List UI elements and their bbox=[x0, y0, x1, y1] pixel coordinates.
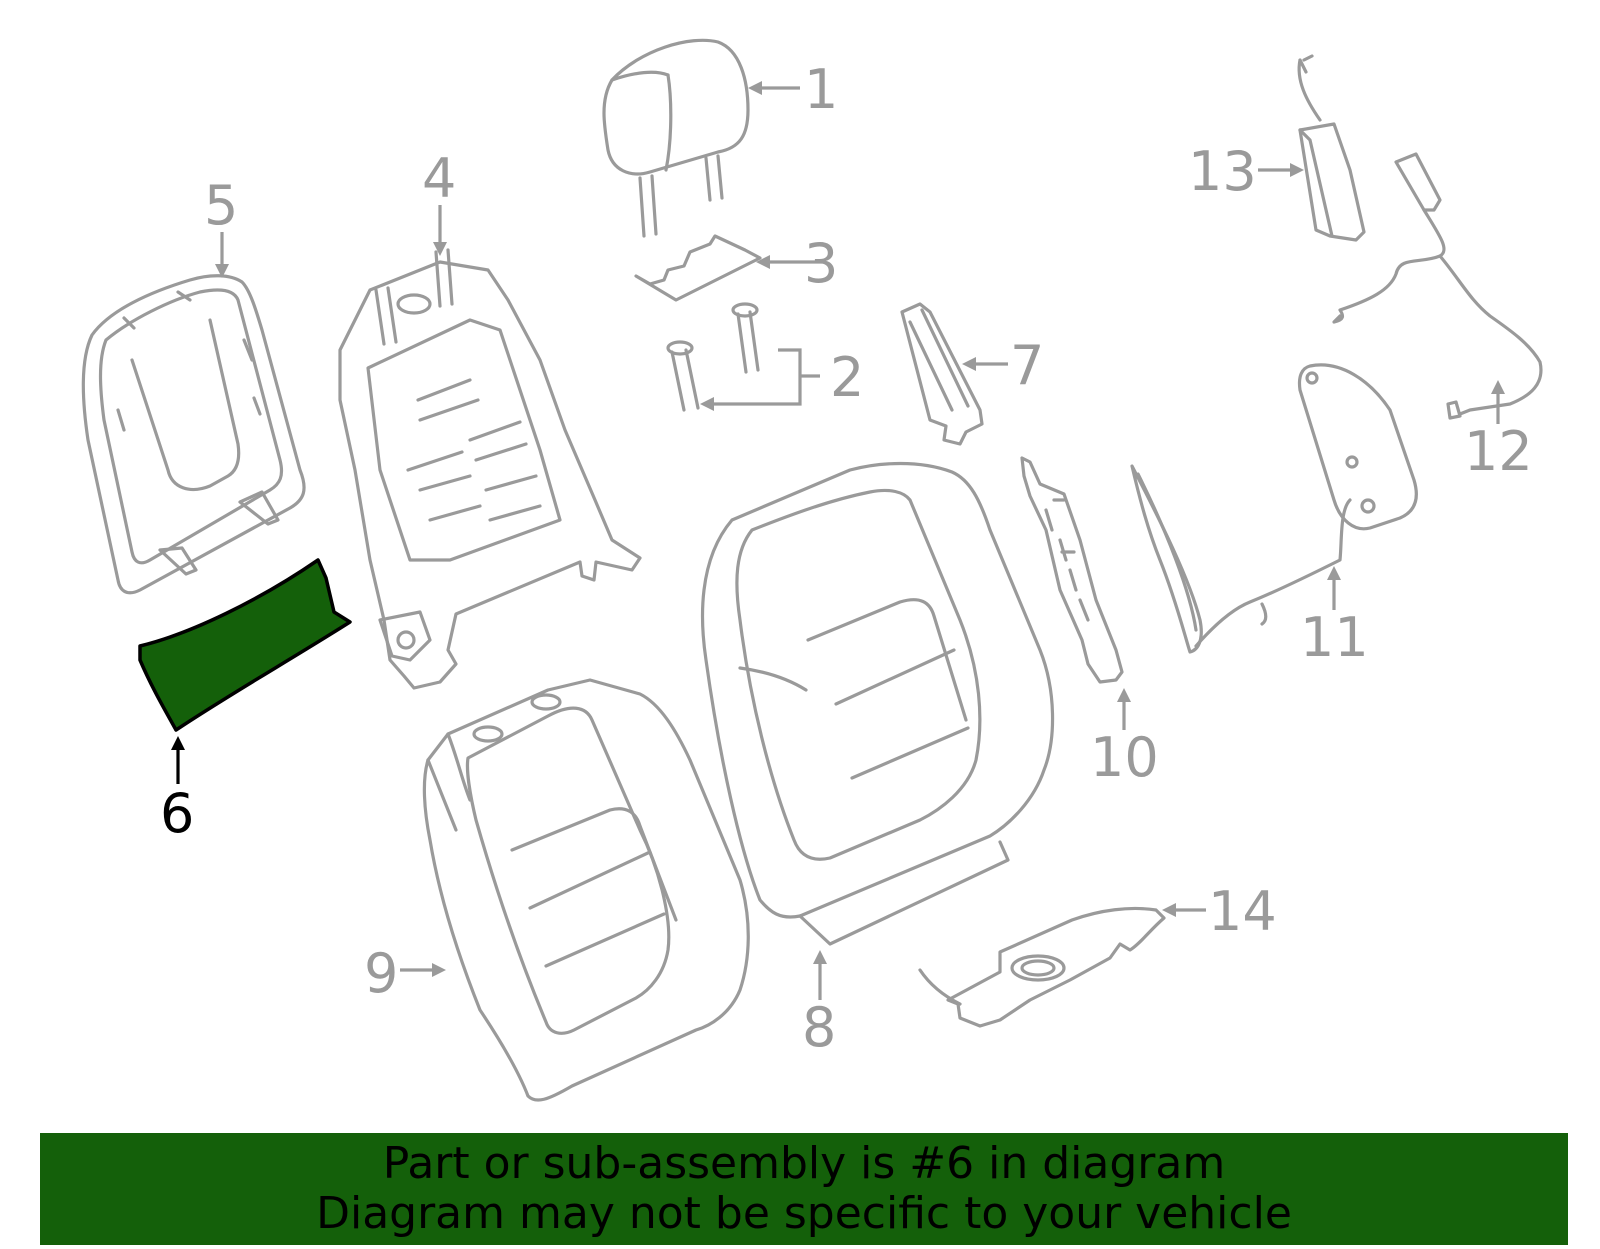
banner-line-part: Part or sub-assembly is #6 in diagram bbox=[382, 1138, 1226, 1189]
part-3-bracket[interactable] bbox=[634, 234, 762, 302]
part-5-rear-panel[interactable] bbox=[81, 274, 306, 595]
part-10-side-trim[interactable] bbox=[1020, 456, 1124, 684]
callout-8[interactable]: 8 bbox=[802, 996, 836, 1059]
part-7-trim[interactable] bbox=[900, 302, 984, 446]
part-14-heater-pad[interactable] bbox=[918, 906, 1166, 1028]
callout-5[interactable]: 5 bbox=[204, 174, 238, 237]
callout-3[interactable]: 3 bbox=[804, 232, 838, 295]
callout-arrows bbox=[171, 81, 1505, 1000]
part-6-highlighted[interactable] bbox=[138, 558, 352, 732]
callout-12[interactable]: 12 bbox=[1464, 420, 1533, 483]
callout-1[interactable]: 1 bbox=[804, 58, 838, 121]
part-1-headrest[interactable] bbox=[602, 38, 750, 238]
part-12-harness[interactable] bbox=[1332, 152, 1543, 420]
callout-labels: 1 2 3 4 5 6 7 8 9 10 11 12 13 14 bbox=[160, 58, 1533, 1059]
callout-13[interactable]: 13 bbox=[1188, 140, 1257, 203]
part-13-sensor[interactable] bbox=[1297, 54, 1366, 242]
callout-2[interactable]: 2 bbox=[830, 346, 864, 409]
part-8-seat-back-pad[interactable] bbox=[700, 461, 1055, 946]
callout-4[interactable]: 4 bbox=[422, 147, 456, 210]
part-9-seat-back-cover[interactable] bbox=[422, 678, 750, 1102]
banner-line-disclaimer: Diagram may not be specific to your vehi… bbox=[316, 1188, 1292, 1239]
callout-10[interactable]: 10 bbox=[1090, 726, 1159, 789]
callout-14[interactable]: 14 bbox=[1208, 880, 1277, 943]
info-banner: Part or sub-assembly is #6 in diagram Di… bbox=[40, 1133, 1568, 1245]
callout-6[interactable]: 6 bbox=[160, 782, 194, 845]
callout-9[interactable]: 9 bbox=[364, 942, 398, 1005]
part-2-guides[interactable] bbox=[666, 302, 760, 412]
callout-11[interactable]: 11 bbox=[1300, 606, 1369, 669]
part-11-side-airbag[interactable] bbox=[1130, 363, 1418, 654]
part-4-frame[interactable] bbox=[338, 248, 642, 690]
callout-7[interactable]: 7 bbox=[1010, 334, 1044, 397]
